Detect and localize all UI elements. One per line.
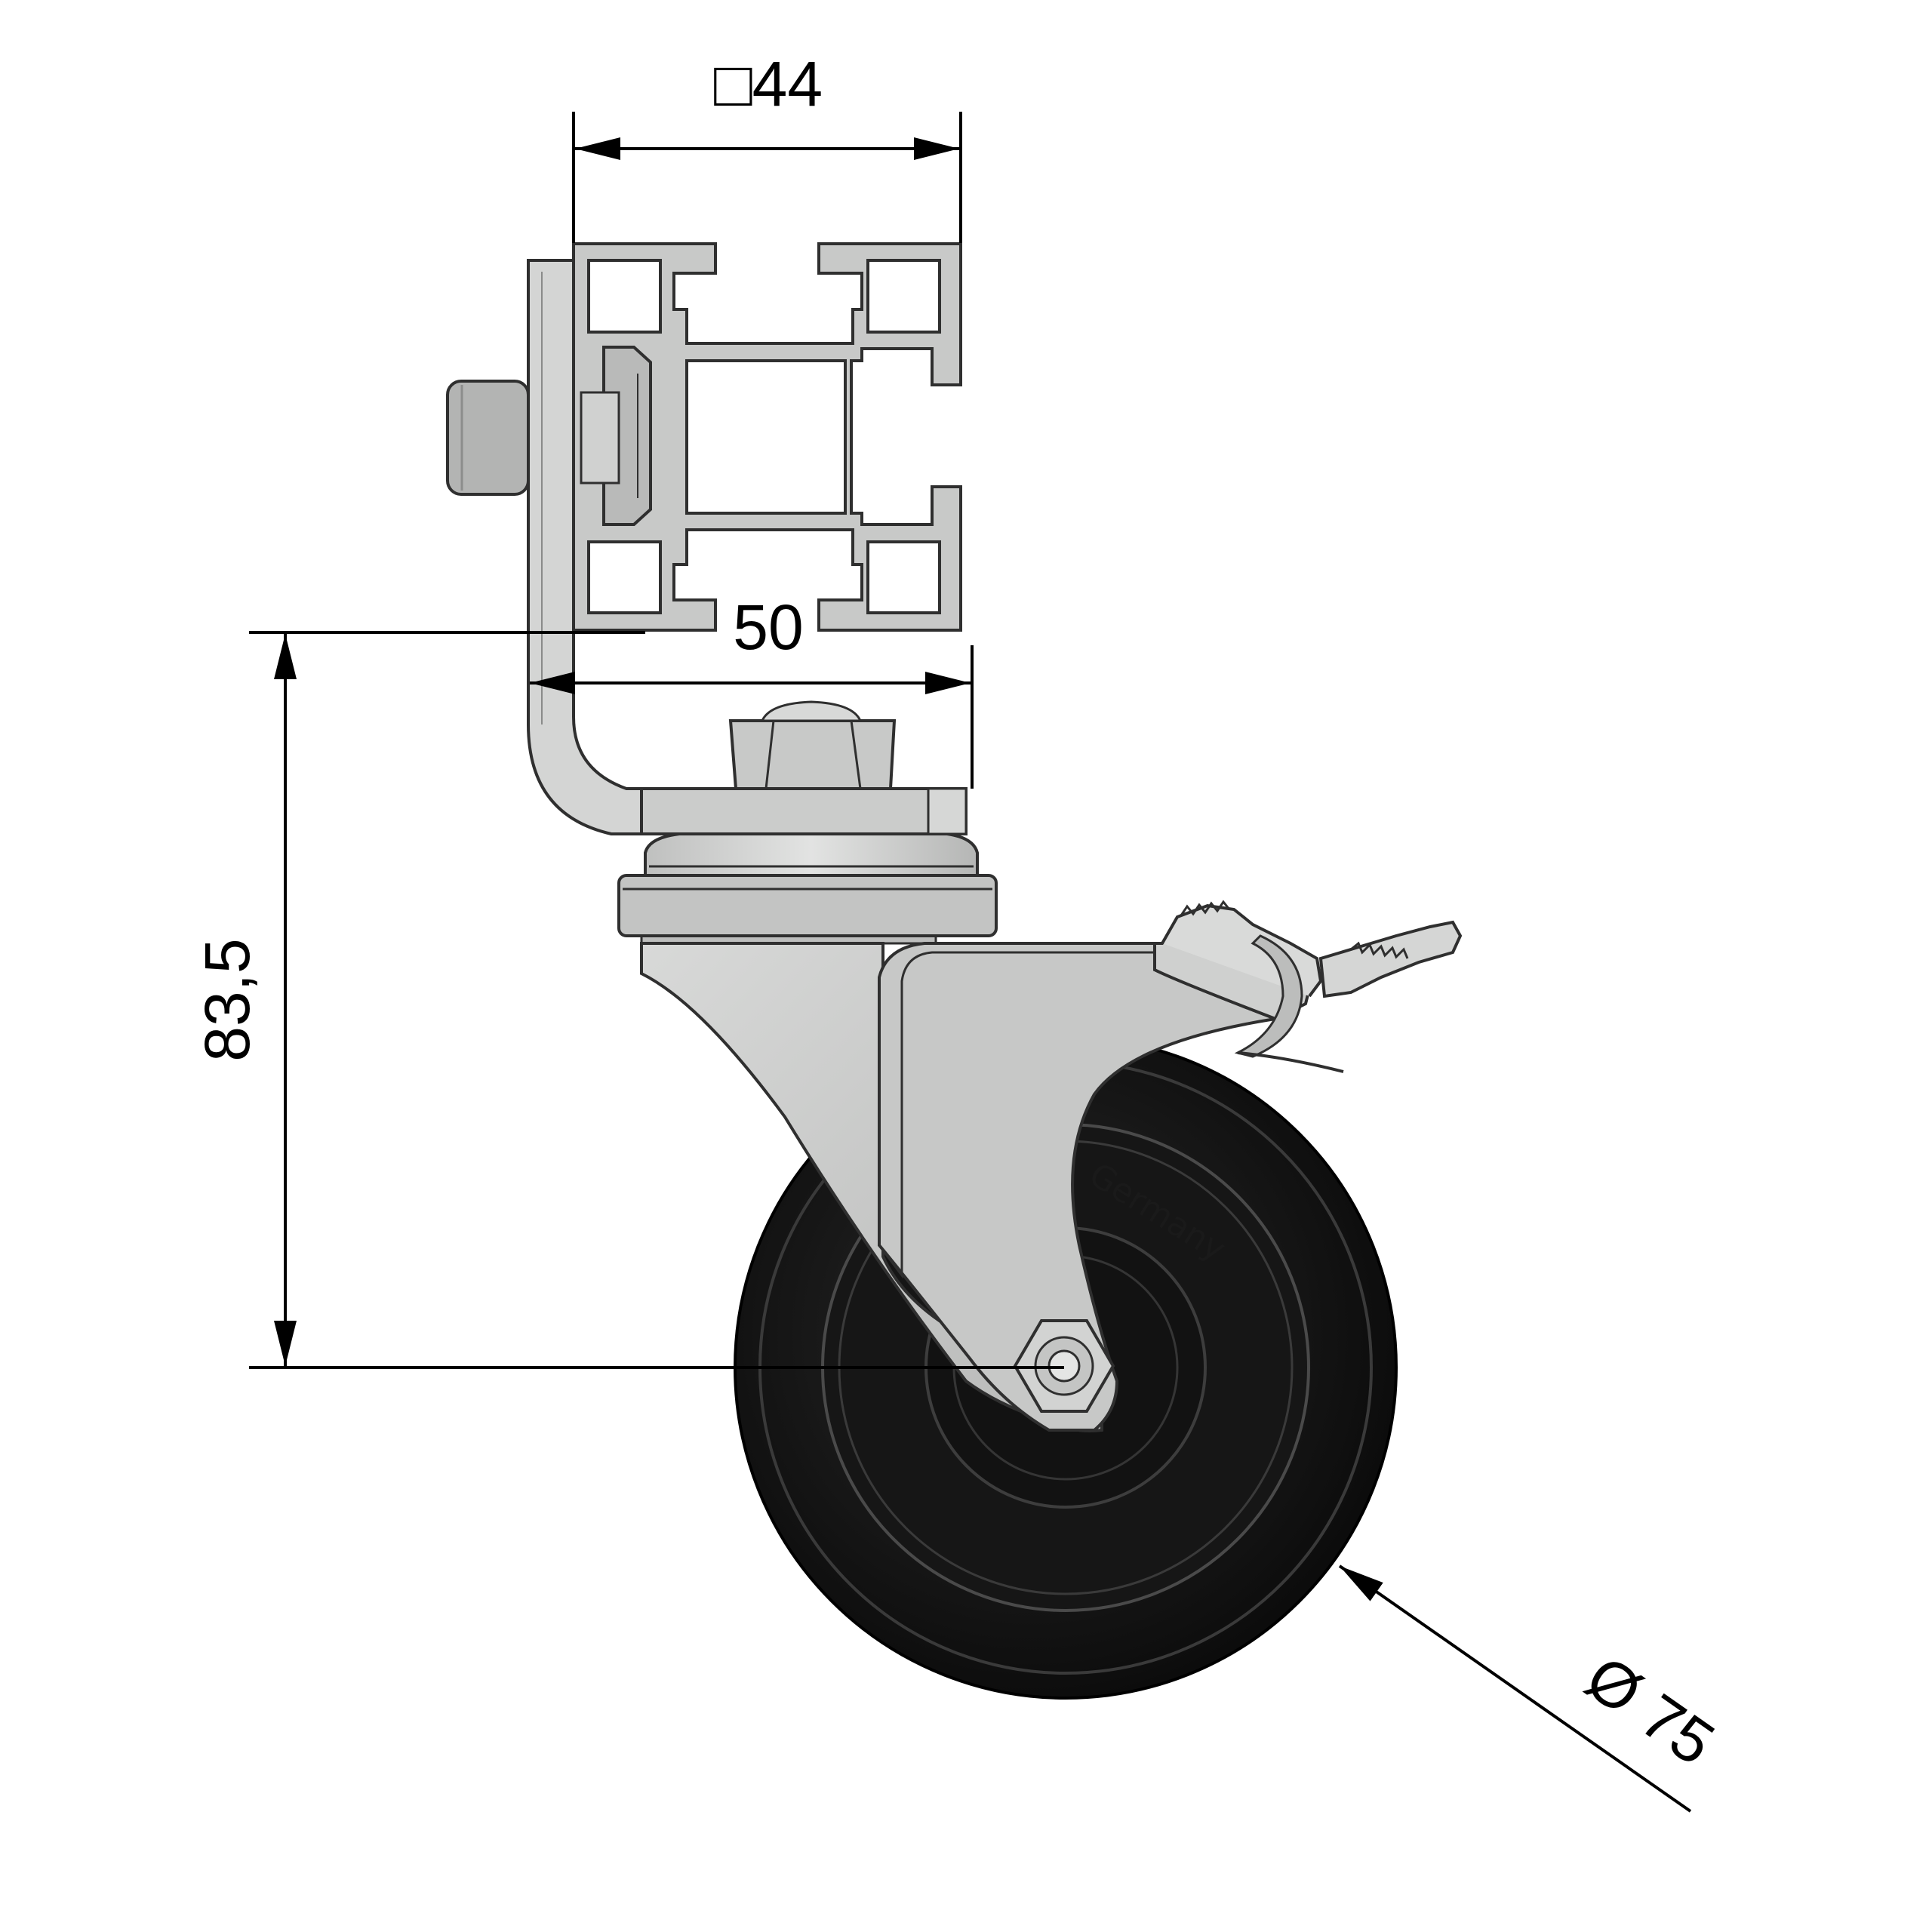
- nut-face-2: [850, 720, 862, 789]
- aluminium-profile: [446, 242, 962, 632]
- bolt-head: [446, 380, 530, 496]
- top-plate-lip: [927, 787, 968, 835]
- dimension-profile-square: □44: [572, 48, 962, 243]
- brake-spring-arm: [1234, 934, 1303, 1058]
- brake-lever: [1153, 900, 1463, 1073]
- dim-line-75: [1338, 1564, 1692, 1813]
- dim-label-44: □44: [714, 48, 823, 119]
- swivel-bearing: [644, 832, 979, 877]
- top-plate: [640, 787, 968, 835]
- dim-label-83-5: 83,5: [192, 938, 263, 1062]
- brake-release-tab: [1318, 920, 1463, 998]
- t-slot-nut-face: [580, 391, 620, 485]
- nut-face-1: [764, 720, 775, 789]
- mount-bolt-tip: [760, 700, 863, 722]
- mount-nut: [728, 719, 897, 790]
- fork-plate-edge: [878, 951, 1155, 1279]
- dimension-bracket-width: 50: [530, 592, 974, 789]
- brake-release-ridges: [1350, 941, 1409, 959]
- brake-pedal-ridges: [1180, 900, 1231, 916]
- brake-wire: [1237, 1051, 1344, 1073]
- profile-outline: [572, 242, 962, 632]
- swivel-base-plate: [617, 874, 998, 937]
- dimension-wheel-diameter: Ø 75: [1338, 1564, 1727, 1813]
- dim-label-50: 50: [733, 592, 803, 663]
- dim-label-75: Ø 75: [1574, 1642, 1727, 1779]
- swivel-head: [617, 832, 998, 937]
- dimension-axle-height: 83,5: [192, 631, 1064, 1369]
